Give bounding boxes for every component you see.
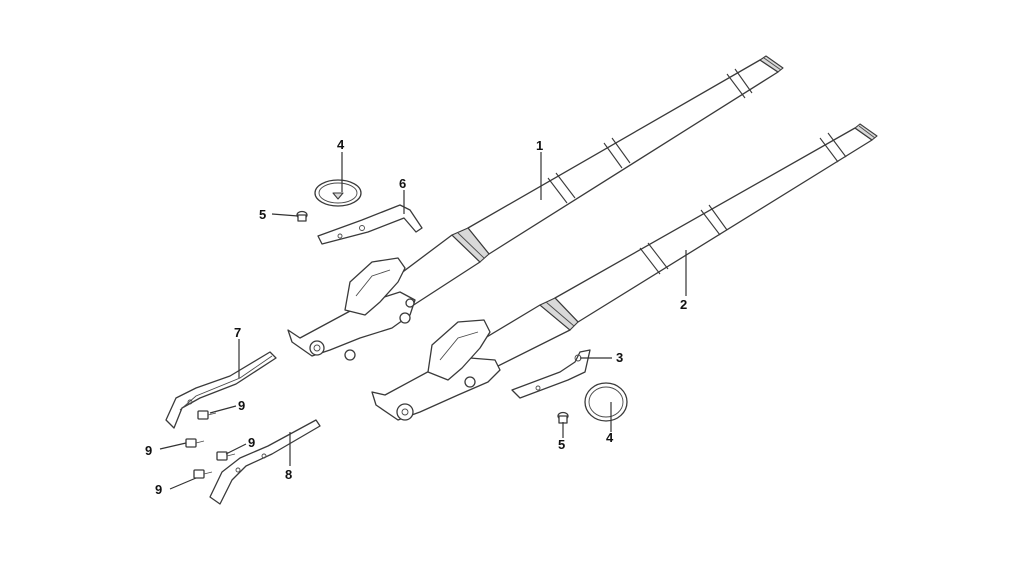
reflector-bracket-upper [317,204,423,245]
callout-9-a: 9 [238,398,245,413]
reflector-lower [584,382,628,422]
callout-4-lower: 4 [606,430,614,445]
bolt-9c [216,451,236,461]
callout-8: 8 [285,467,292,482]
leader-lines [159,152,687,490]
callout-9-b: 9 [145,443,152,458]
bolt-9d [193,469,213,479]
callout-5-lower: 5 [558,437,565,452]
callout-7: 7 [234,325,241,340]
callout-2: 2 [680,297,687,312]
bolt-lower [557,411,569,424]
bolt-upper [296,210,308,222]
callout-4-upper: 4 [337,137,345,152]
reflector-bracket-lower [511,349,591,399]
callout-9-c: 9 [248,435,255,450]
bolt-9a [197,410,217,420]
reflector-upper [314,179,362,207]
bolt-9b [185,438,205,448]
fork-leg-1 [287,55,784,361]
callout-5-upper: 5 [259,207,266,222]
callout-6: 6 [399,176,406,191]
callout-3: 3 [616,350,623,365]
brake-hose-guide-8 [209,419,321,505]
callout-9-d: 9 [155,482,162,497]
callout-1: 1 [536,138,543,153]
fork-leg-2 [371,123,878,421]
brake-hose-guide-7 [165,351,277,429]
